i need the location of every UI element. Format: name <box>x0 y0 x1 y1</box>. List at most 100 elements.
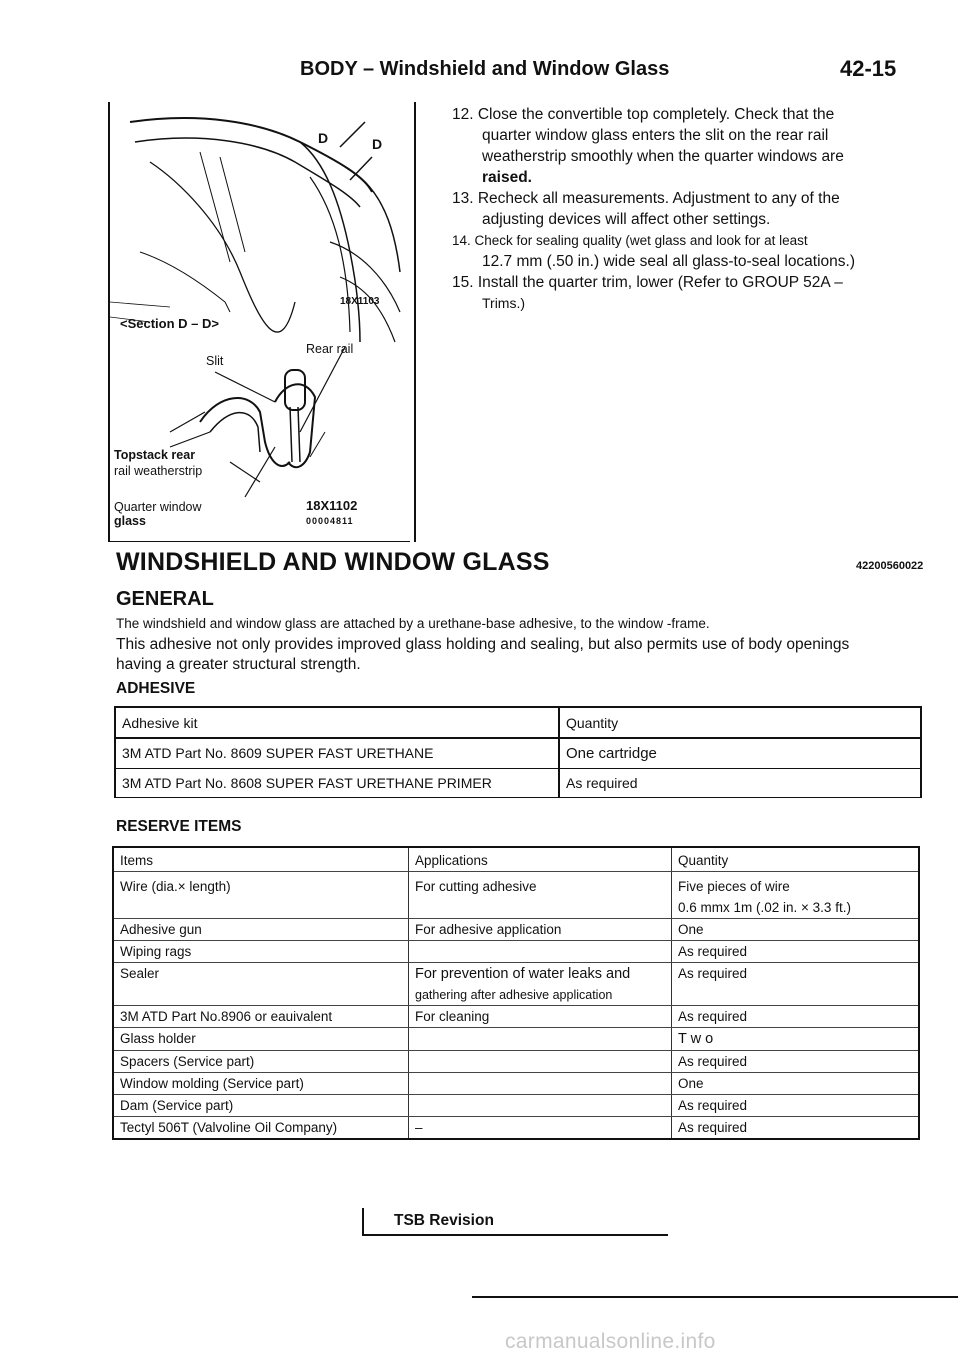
table-row: Window molding (Service part) One <box>112 1072 920 1095</box>
watermark: carmanualsonline.info <box>505 1330 716 1353</box>
reserve-item-cell: Sealer <box>112 962 409 985</box>
reserve-item-cell: Wiping rags <box>112 940 409 963</box>
reserve-item-cell: Adhesive gun <box>112 918 409 941</box>
reserve-application-cell: – <box>408 1116 672 1140</box>
table-row: Glass holder T w o <box>112 1027 920 1051</box>
step-14-line-2: 12.7 mm (.50 in.) wide seal all glass-to… <box>482 253 856 270</box>
step-12-line-4: raised. <box>482 169 532 186</box>
reserve-application-cell: For cleaning <box>408 1005 672 1028</box>
reserve-application-cell <box>408 940 672 963</box>
reserve-item-cell <box>112 985 409 1006</box>
reserve-quantity-cell: As required <box>671 1005 920 1028</box>
reserve-quantity-cell: As required <box>671 940 920 963</box>
page-number: 42-15 <box>840 56 897 81</box>
table-row: 3M ATD Part No.8906 or eauivalent For cl… <box>112 1005 920 1028</box>
step-13-line-2: adjusting devices will affect other sett… <box>482 211 771 228</box>
reserve-table-header: Items Applications Quantity <box>112 846 920 872</box>
reserve-application-cell <box>408 1072 672 1095</box>
reserve-item-cell: 3M ATD Part No.8906 or eauivalent <box>112 1005 409 1028</box>
reserve-item-cell: Wire (dia.× length) <box>112 871 409 897</box>
reserve-quantity-cell: One <box>671 918 920 941</box>
reserve-quantity-cell: As required <box>671 1050 920 1073</box>
adhesive-kit-cell: 3M ATD Part No. 8608 SUPER FAST URETHANE… <box>114 768 559 798</box>
step-12-line-3: weatherstrip smoothly when the quarter w… <box>482 148 844 165</box>
tsb-revision-label: TSB Revision <box>394 1212 494 1229</box>
table-row: 3M ATD Part No. 8609 SUPER FAST URETHANE… <box>114 737 922 769</box>
reserve-quantity-cell: Five pieces of wire <box>671 871 920 897</box>
procedure-steps: 12. Close the convertible top completely… <box>452 104 932 314</box>
reserve-item-cell <box>112 897 409 919</box>
step-13-line-1: 13. Recheck all measurements. Adjustment… <box>452 190 840 207</box>
figure-label-topstack-1: Topstack rear <box>114 448 196 462</box>
table-row: Dam (Service part) As required <box>112 1094 920 1117</box>
figure-label-d2: D <box>372 136 383 152</box>
adhesive-header-quantity: Quantity <box>558 706 922 738</box>
general-paragraph-line-1: The windshield and window glass are atta… <box>116 616 710 631</box>
reserve-item-cell: Dam (Service part) <box>112 1094 409 1117</box>
reserve-header-items: Items <box>112 846 409 872</box>
figure-label-topstack-2: rail weatherstrip <box>114 464 203 478</box>
reserve-application-cell: For cutting adhesive <box>408 871 672 897</box>
reserve-quantity-cell: T w o <box>671 1027 920 1051</box>
table-row: Wire (dia.× length) For cutting adhesive… <box>112 871 920 897</box>
section-title: WINDSHIELD AND WINDOW GLASS <box>116 548 550 576</box>
reserve-quantity-cell: As required <box>671 962 920 985</box>
reserve-application-cell: gathering after adhesive application <box>408 985 672 1006</box>
table-row: Wiping rags As required <box>112 940 920 963</box>
step-15-line-1: 15. Install the quarter trim, lower (Ref… <box>452 274 843 291</box>
figure-label-d1: D <box>318 130 329 146</box>
reserve-application-cell <box>408 1027 672 1051</box>
figure-code-top: 18X1103 <box>340 296 380 307</box>
general-paragraph-line-2: This adhesive not only provides improved… <box>116 636 850 653</box>
reserve-item-cell: Tectyl 506T (Valvoline Oil Company) <box>112 1116 409 1140</box>
reserve-item-cell: Spacers (Service part) <box>112 1050 409 1073</box>
reserve-quantity-cell: One <box>671 1072 920 1095</box>
adhesive-quantity-cell: As required <box>558 768 922 798</box>
table-row: gathering after adhesive application <box>112 985 920 1006</box>
section-code: 42200560022 <box>856 560 924 572</box>
reserve-items-title: RESERVE ITEMS <box>116 818 242 835</box>
adhesive-header-kit: Adhesive kit <box>114 706 559 738</box>
reserve-application-cell <box>408 1050 672 1073</box>
reserve-application-cell <box>408 1094 672 1117</box>
table-row: Tectyl 506T (Valvoline Oil Company) – As… <box>112 1116 920 1140</box>
reserve-application-cell: For adhesive application <box>408 918 672 941</box>
step-15-line-2: Trims.) <box>482 295 526 311</box>
reserve-quantity-cell: 0.6 mmx 1m (.02 in. × 3.3 ft.) <box>671 897 920 919</box>
step-12-line-2: quarter window glass enters the slit on … <box>482 127 829 144</box>
adhesive-title: ADHESIVE <box>116 680 196 697</box>
reserve-application-cell <box>408 897 672 919</box>
convertible-top-illustration <box>110 117 410 542</box>
reserve-item-cell: Window molding (Service part) <box>112 1072 409 1095</box>
figure-label-quarter-1: Quarter window <box>114 500 202 514</box>
adhesive-quantity-cell: One cartridge <box>558 737 922 769</box>
table-row: Adhesive gun For adhesive application On… <box>112 918 920 941</box>
figure-label-slit: Slit <box>206 354 224 368</box>
general-paragraph-line-3: having a greater structural strength. <box>116 656 361 673</box>
figure-frame: D D 18X1103 <Section D – D> Slit Rear ra… <box>108 102 416 542</box>
step-14-line-1: 14. Check for sealing quality (wet glass… <box>452 233 808 248</box>
figure-code-small: 00004811 <box>306 516 354 526</box>
page-header-title: BODY – Windshield and Window Glass <box>300 58 670 80</box>
figure-code-bottom: 18X1102 <box>306 498 358 513</box>
adhesive-table: Adhesive kit Quantity 3M ATD Part No. 86… <box>114 706 922 798</box>
reserve-quantity-cell <box>671 985 920 1006</box>
adhesive-kit-cell: 3M ATD Part No. 8609 SUPER FAST URETHANE <box>114 737 559 769</box>
reserve-application-cell: For prevention of water leaks and <box>408 962 672 985</box>
reserve-quantity-cell: As required <box>671 1094 920 1117</box>
general-title: GENERAL <box>116 588 214 610</box>
figure-label-quarter-2: glass <box>114 514 146 528</box>
adhesive-table-header: Adhesive kit Quantity <box>114 706 922 738</box>
reserve-items-table: Items Applications Quantity Wire (dia.× … <box>112 846 920 1140</box>
tsb-revision-box: TSB Revision <box>362 1208 668 1236</box>
figure-label-rear-rail: Rear rail <box>306 342 354 356</box>
step-12-line-1: 12. Close the convertible top completely… <box>452 106 835 123</box>
reserve-quantity-cell: As required <box>671 1116 920 1140</box>
table-row: Spacers (Service part) As required <box>112 1050 920 1073</box>
reserve-header-quantity: Quantity <box>671 846 920 872</box>
table-row: 0.6 mmx 1m (.02 in. × 3.3 ft.) <box>112 897 920 919</box>
footer-divider <box>472 1296 958 1298</box>
table-row: Sealer For prevention of water leaks and… <box>112 962 920 985</box>
table-row: 3M ATD Part No. 8608 SUPER FAST URETHANE… <box>114 768 922 798</box>
figure-section-label: <Section D – D> <box>120 316 219 331</box>
